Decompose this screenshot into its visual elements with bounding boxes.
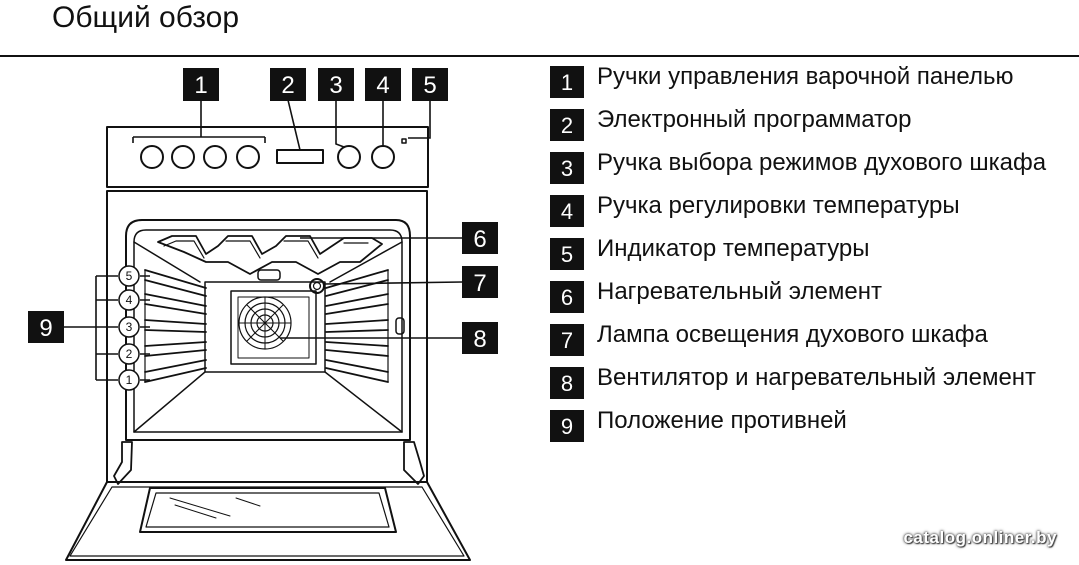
callout-label-7: 7	[473, 270, 486, 297]
shelf-position-label: 1	[126, 373, 133, 387]
watermark: catalog.onliner.by	[903, 528, 1057, 547]
legend-number: 7	[550, 324, 584, 356]
hob-knob-icon	[203, 145, 227, 169]
control-panel	[106, 126, 429, 188]
shelf-position-label: 3	[126, 320, 133, 334]
legend-number: 2	[550, 109, 584, 141]
legend-number: 3	[550, 152, 584, 184]
shelf-position-4	[118, 289, 140, 311]
oven-diagram: 5 4 3 2 1 1 2 3 4 5 6 7 8 9	[28, 68, 498, 561]
hob-knob-icon	[236, 145, 260, 169]
legend-text: Ручка регулировки температуры	[597, 192, 960, 219]
legend-number: 8	[550, 367, 584, 399]
legend-text: Индикатор температуры	[597, 235, 870, 262]
callout-label-5: 5	[423, 72, 436, 99]
oven-lamp-icon	[309, 278, 325, 294]
oven-cavity	[125, 219, 411, 441]
top-heating-element-icon	[157, 235, 383, 275]
hob-knob-icon	[140, 145, 164, 169]
oven-body	[106, 190, 428, 483]
page-title: Общий обзор	[52, 1, 240, 34]
function-knob-icon	[337, 145, 361, 169]
legend-text: Положение противней	[597, 407, 847, 434]
door-hinge-left	[113, 441, 133, 485]
legend-number: 1	[550, 66, 584, 98]
title-divider	[0, 55, 1079, 57]
left-shelf-runners	[144, 269, 207, 383]
door-glass	[139, 487, 397, 533]
callout-label-4: 4	[376, 72, 389, 99]
callout-2	[270, 68, 306, 101]
shelf-position-label: 4	[126, 293, 133, 307]
door-hinge-right	[403, 441, 425, 485]
legend-text: Лампа освещения духового шкафа	[597, 321, 988, 348]
callout-1	[183, 68, 219, 101]
callout-label-3: 3	[329, 72, 342, 99]
programmer-display-icon	[276, 149, 324, 164]
callout-label-2: 2	[281, 72, 294, 99]
legend-number: 5	[550, 238, 584, 270]
temperature-indicator-icon	[401, 138, 407, 144]
hob-knob-icon	[171, 145, 195, 169]
shelf-position-2	[118, 343, 140, 365]
legend-number: 4	[550, 195, 584, 227]
callout-3	[318, 68, 354, 101]
legend-number: 9	[550, 410, 584, 442]
shelf-position-label: 2	[126, 347, 133, 361]
legend-number: 6	[550, 281, 584, 313]
temperature-knob-icon	[371, 145, 395, 169]
callout-5	[412, 68, 448, 101]
shelf-position-5	[118, 265, 140, 287]
legend-text: Нагревательный элемент	[597, 278, 882, 305]
shelf-position-label: 5	[126, 269, 133, 283]
legend-text: Вентилятор и нагревательный элемент	[597, 364, 1037, 391]
legend-text: Ручки управления варочной панелью	[597, 63, 1014, 90]
callout-boxes: 1 2 3 4 5 6 7 8 9	[28, 68, 498, 354]
callout-label-8: 8	[473, 326, 486, 353]
callout-8	[462, 322, 498, 354]
callout-4	[365, 68, 401, 101]
callout-6	[462, 222, 498, 254]
shelf-position-3	[118, 316, 140, 338]
legend-text: Электронный программатор	[597, 106, 912, 133]
shelf-position-markers: 5 4 3 2 1	[118, 265, 140, 391]
back-wall	[204, 281, 326, 373]
shelf-position-1	[118, 369, 140, 391]
callout-label-1: 1	[194, 72, 207, 99]
right-shelf-runners	[325, 269, 389, 383]
callout-label-9: 9	[39, 315, 52, 342]
fan-cover	[230, 290, 317, 365]
callout-9	[28, 311, 64, 343]
callout-label-6: 6	[473, 226, 486, 253]
legend-text: Ручка выбора режимов духового шкафа	[597, 149, 1047, 176]
oven-door	[65, 481, 471, 561]
callout-7	[462, 266, 498, 298]
